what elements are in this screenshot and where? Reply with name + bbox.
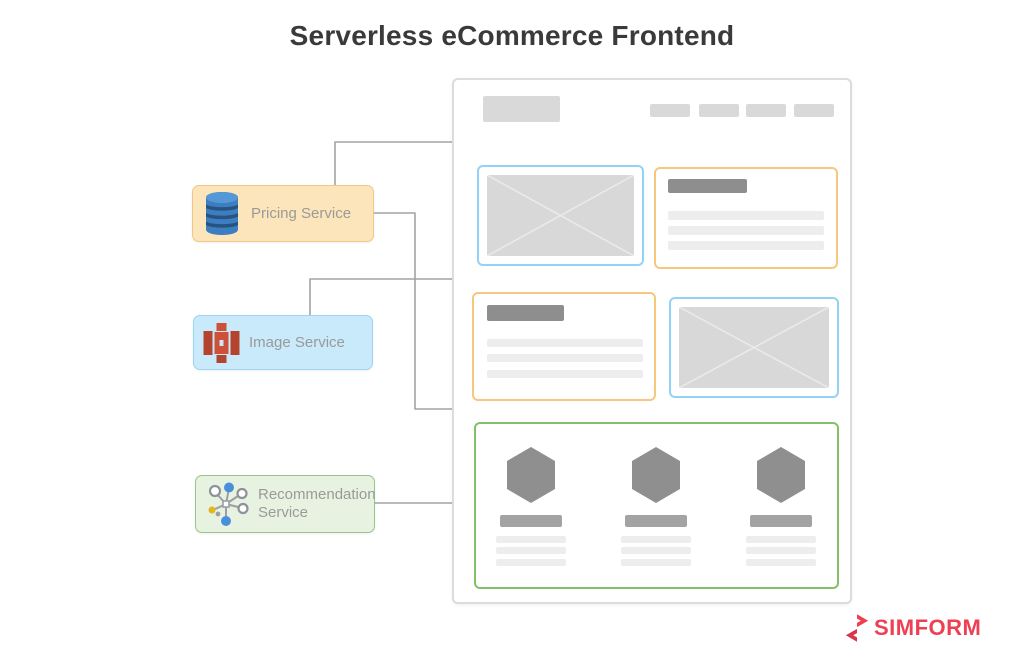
text-line-placeholder <box>746 536 816 543</box>
text-line-placeholder <box>746 547 816 554</box>
text-line-placeholder <box>746 559 816 566</box>
text-line-placeholder <box>668 241 824 250</box>
site-logo-placeholder <box>483 96 560 122</box>
text-line-placeholder <box>621 536 691 543</box>
text-line-placeholder <box>621 547 691 554</box>
text-line-placeholder <box>668 226 824 235</box>
nav-link-placeholder <box>650 104 690 117</box>
recommendation-service-label: Recommendation Service <box>258 486 376 521</box>
hero-image-placeholder <box>477 165 644 266</box>
image-service-label: Image Service <box>249 333 345 351</box>
nav-link-placeholder <box>746 104 786 117</box>
ecommerce-page-wireframe <box>452 78 852 604</box>
product-hexagon-icon <box>507 447 555 503</box>
text-line-placeholder <box>487 354 643 362</box>
product-name-placeholder <box>500 515 562 527</box>
pricing-service-node: Pricing Service <box>192 185 374 242</box>
product-card-placeholder <box>608 424 704 587</box>
simform-logo-text: SIMFORM <box>874 615 982 640</box>
heading-placeholder <box>487 305 564 321</box>
simform-logo-icon <box>845 614 869 642</box>
image-x-placeholder <box>487 175 634 256</box>
pricing-service-label: Pricing Service <box>251 204 352 222</box>
product-hexagon-icon <box>632 447 680 503</box>
nav-link-placeholder <box>794 104 834 117</box>
text-line-placeholder <box>668 211 824 220</box>
nav-link-placeholder <box>699 104 739 117</box>
text-line-placeholder <box>496 536 566 543</box>
recommendation-service-node: Recommendation Service <box>195 475 376 533</box>
detail-image-placeholder <box>669 297 839 398</box>
heading-placeholder <box>668 179 747 193</box>
product-grid-placeholder <box>474 422 839 589</box>
product-hexagon-icon <box>757 447 805 503</box>
dynamodb-database-icon <box>202 191 242 236</box>
diagram-title: Serverless eCommerce Frontend <box>289 20 735 51</box>
simform-logo: SIMFORM <box>845 614 981 642</box>
text-line-placeholder <box>496 559 566 566</box>
product-card-placeholder <box>733 424 829 587</box>
media-cube-icon <box>203 322 240 363</box>
image-service-node: Image Service <box>193 315 373 370</box>
product-name-placeholder <box>750 515 812 527</box>
product-card-placeholder <box>483 424 579 587</box>
text-line-placeholder <box>487 339 643 347</box>
text-line-placeholder <box>487 370 643 378</box>
text-line-placeholder <box>496 547 566 554</box>
text-line-placeholder <box>621 559 691 566</box>
network-graph-icon <box>205 480 249 528</box>
image-x-placeholder <box>679 307 829 388</box>
detail-text-placeholder <box>472 292 656 401</box>
product-name-placeholder <box>625 515 687 527</box>
hero-text-placeholder <box>654 167 838 269</box>
